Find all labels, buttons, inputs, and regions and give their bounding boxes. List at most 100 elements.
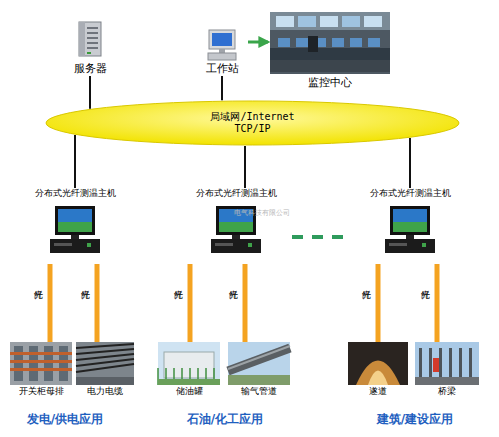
floor	[270, 60, 390, 72]
site-photo: 储油罐	[158, 342, 220, 399]
server-slot	[87, 37, 98, 39]
site-photo: 输气管道	[228, 342, 290, 399]
optical-fiber	[95, 264, 100, 342]
desk-monitor	[278, 38, 290, 47]
busbar	[10, 352, 72, 355]
host-heading: 分布式光纤测温主机	[20, 188, 130, 198]
node-caption: 遂道	[328, 386, 428, 396]
host-monitor	[55, 206, 95, 235]
computer-base	[208, 53, 236, 60]
host-chassis	[211, 239, 261, 253]
wall-screen	[276, 16, 294, 27]
optical-fiber	[435, 264, 440, 342]
operator	[308, 36, 318, 52]
pipe-highlight	[228, 346, 290, 369]
photo-frame	[158, 342, 220, 385]
switchgear-bg	[10, 342, 72, 385]
photo-frame	[348, 342, 408, 385]
node-caption: 输气管道	[208, 386, 310, 396]
network-link	[244, 146, 246, 188]
node-caption: 电力电缆	[56, 386, 154, 396]
server-side	[79, 22, 85, 56]
gas-pipeline	[228, 348, 290, 371]
cabinet	[29, 346, 38, 381]
monitor-screen	[212, 33, 232, 46]
host-screen	[58, 209, 92, 232]
bridge-deck	[415, 377, 479, 385]
node-caption: 开关柜母排	[0, 386, 92, 396]
room-wall	[270, 12, 390, 30]
host-led	[422, 243, 426, 247]
host-node: 分布式光纤测温主机	[30, 188, 120, 264]
worker	[433, 358, 439, 372]
host-chassis	[50, 239, 100, 253]
desk-monitor	[332, 38, 344, 47]
tunnel-arch	[356, 361, 400, 386]
sky	[415, 342, 479, 385]
site-photo: 桥梁	[415, 342, 479, 399]
node-caption: 服务器	[46, 63, 134, 76]
host-screen	[393, 209, 427, 232]
host-heading: 分布式光纤测温主机	[176, 188, 296, 198]
network-link	[221, 76, 223, 100]
node-graphic	[366, 188, 454, 264]
optical-fiber	[48, 264, 53, 342]
ground	[228, 375, 290, 385]
workstation-node: 工作站	[196, 26, 248, 76]
watermark: 电气科技有限公司	[222, 208, 302, 218]
site-photo: 电力电缆	[76, 342, 134, 399]
host-node: 分布式光纤测温主机	[366, 188, 454, 264]
node-caption: 桥梁	[395, 386, 499, 396]
host-led	[87, 243, 91, 247]
host-screen-field	[393, 222, 427, 232]
photo-frame	[270, 12, 390, 74]
host-screen-field	[58, 222, 92, 232]
host-stand	[71, 235, 79, 239]
photo-frame	[228, 342, 290, 385]
server-slot	[87, 47, 98, 49]
host-stand	[232, 235, 240, 239]
server-slot	[87, 42, 98, 44]
host-monitor	[390, 206, 430, 235]
server-slot	[87, 27, 98, 29]
wall-screen	[320, 16, 338, 27]
monitor-frame	[209, 30, 235, 49]
network-ellipse-shape	[46, 101, 459, 145]
cable-tunnel	[76, 342, 134, 385]
host-drive	[54, 243, 72, 246]
flow-arrow	[248, 41, 268, 44]
category-label: 建筑/建设应用	[355, 411, 475, 428]
optical-fiber	[188, 264, 193, 342]
power-cable	[76, 344, 134, 348]
network-link	[74, 135, 76, 188]
power-cable	[76, 349, 134, 354]
node-caption: 工作站	[176, 63, 268, 76]
desk-monitor	[296, 38, 308, 47]
tunnel-wall	[348, 342, 408, 385]
monitor-stand	[219, 49, 225, 53]
server-slot	[87, 32, 98, 34]
optical-fiber	[243, 264, 248, 342]
category-label: 发电/供电应用	[5, 411, 125, 428]
photo-frame	[76, 342, 134, 385]
server-tower	[79, 22, 101, 56]
tunnel-light	[368, 371, 388, 386]
cabinet	[44, 346, 53, 381]
optical-fiber	[376, 264, 381, 342]
node-caption: 监控中心	[248, 77, 412, 90]
site-photo: 开关柜母排	[10, 342, 72, 399]
desk-monitor	[350, 38, 362, 47]
power-cable	[76, 364, 134, 372]
network-label: 局域网/Internet TCP/IP	[208, 111, 298, 134]
photo-frame	[10, 342, 72, 385]
wall-screen	[342, 16, 360, 27]
host-drive	[389, 243, 407, 246]
server-led	[87, 52, 91, 54]
host-drive	[215, 243, 233, 246]
host-led	[248, 243, 252, 247]
host-chassis	[385, 239, 435, 253]
cabinet	[14, 346, 23, 381]
photo-frame	[415, 342, 479, 385]
wall-screen	[298, 16, 316, 27]
tunnel-floor	[76, 377, 134, 385]
